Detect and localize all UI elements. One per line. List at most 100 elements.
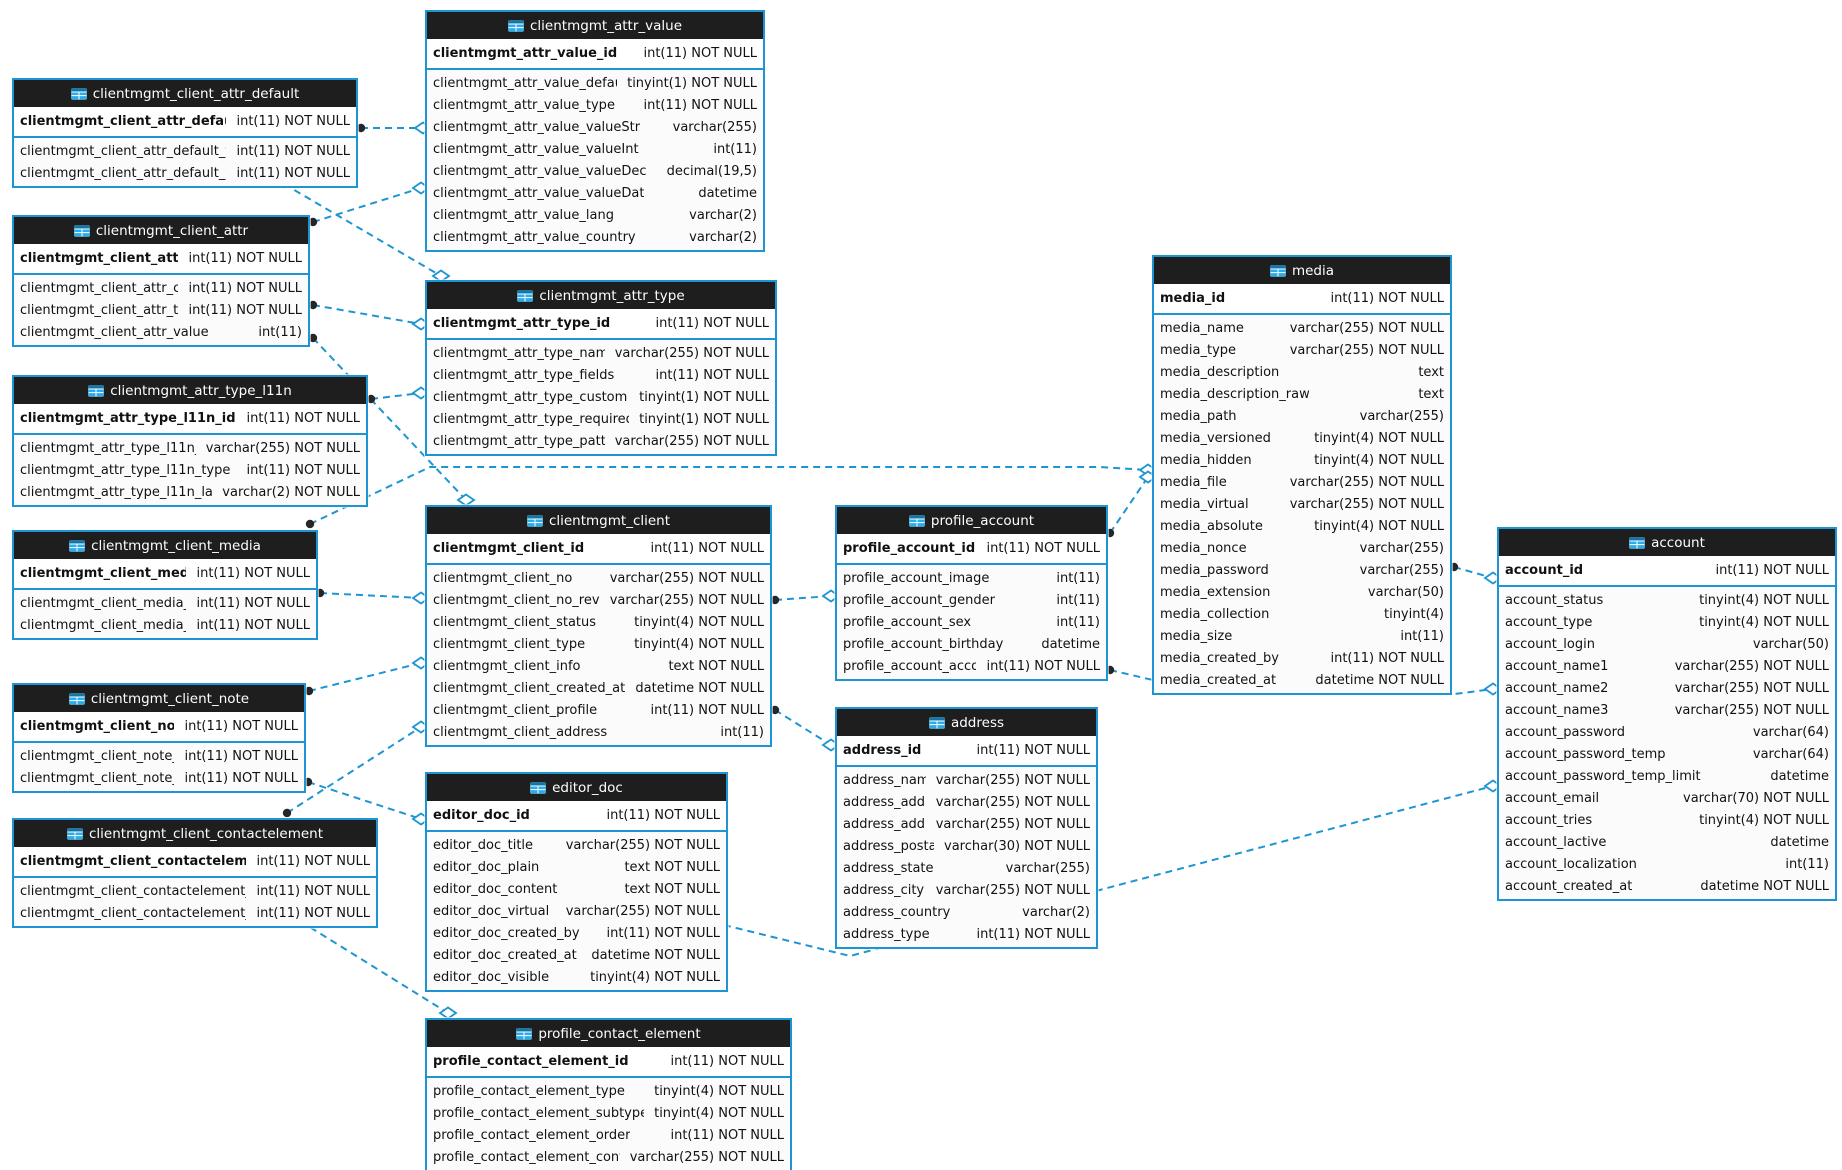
primary-key-row[interactable]: profile_contact_element_id int(11) NOT N… <box>427 1047 790 1078</box>
table-clientmgmt_attr_type_l11n[interactable]: clientmgmt_attr_type_l11n clientmgmt_att… <box>12 375 368 507</box>
table-clientmgmt_client_contactelement[interactable]: clientmgmt_client_contactelement clientm… <box>12 818 378 928</box>
table-header[interactable]: clientmgmt_client_attr_default <box>14 80 356 107</box>
field-row[interactable]: clientmgmt_client_attr_default_valueint(… <box>14 162 356 184</box>
table-header[interactable]: clientmgmt_client_note <box>14 685 304 712</box>
table-header[interactable]: clientmgmt_attr_type_l11n <box>14 377 366 404</box>
relationship-clientmgmt_client_attr--clientmgmt_attr_value[interactable] <box>312 187 422 223</box>
relationship-clientmgmt_client--address[interactable] <box>774 709 832 746</box>
primary-key-row[interactable]: clientmgmt_attr_type_l11n_id int(11) NOT… <box>14 404 366 435</box>
table-clientmgmt_client[interactable]: clientmgmt_client clientmgmt_client_id i… <box>425 505 772 747</box>
field-row[interactable]: clientmgmt_client_no_reversevarchar(255)… <box>427 589 770 611</box>
table-header[interactable]: clientmgmt_client_media <box>14 532 316 559</box>
field-row[interactable]: clientmgmt_client_contactelement_dstint(… <box>14 880 376 902</box>
field-row[interactable]: clientmgmt_client_media_dstint(11) NOT N… <box>14 592 316 614</box>
primary-key-row[interactable]: clientmgmt_client_contactelement_id int(… <box>14 847 376 878</box>
primary-key-row[interactable]: clientmgmt_client_note_id int(11) NOT NU… <box>14 712 304 743</box>
table-clientmgmt_client_attr_default[interactable]: clientmgmt_client_attr_default clientmgm… <box>12 78 358 188</box>
primary-key-row[interactable]: clientmgmt_attr_value_id int(11) NOT NUL… <box>427 39 763 70</box>
table-account[interactable]: account account_id int(11) NOT NULL acco… <box>1497 527 1837 901</box>
table-editor_doc[interactable]: editor_doc editor_doc_id int(11) NOT NUL… <box>425 772 728 992</box>
primary-key-row[interactable]: profile_account_id int(11) NOT NULL <box>837 534 1106 565</box>
field-row[interactable]: address_additionvarchar(255) NOT NULL <box>837 791 1096 813</box>
relationship-clientmgmt_client_contactelement--clientmgmt_client[interactable] <box>286 726 422 814</box>
relationship-clientmgmt_client_media--clientmgmt_client[interactable] <box>319 592 422 599</box>
table-header[interactable]: editor_doc <box>427 774 726 801</box>
relationship-clientmgmt_client_attr_default--clientmgmt_attr_type[interactable] <box>283 183 442 277</box>
table-clientmgmt_attr_type[interactable]: clientmgmt_attr_type clientmgmt_attr_typ… <box>425 280 777 456</box>
primary-key-row[interactable]: editor_doc_id int(11) NOT NULL <box>427 801 726 832</box>
primary-key-row[interactable]: clientmgmt_client_attr_id int(11) NOT NU… <box>14 244 308 275</box>
table-profile_account[interactable]: profile_account profile_account_id int(1… <box>835 505 1108 681</box>
primary-key-row[interactable]: clientmgmt_attr_type_id int(11) NOT NULL <box>427 309 775 340</box>
table-header[interactable]: media <box>1154 257 1450 284</box>
table-header[interactable]: clientmgmt_client_attr <box>14 217 308 244</box>
primary-key-row[interactable]: clientmgmt_client_media_id int(11) NOT N… <box>14 559 316 590</box>
primary-key-row[interactable]: account_id int(11) NOT NULL <box>1499 556 1835 587</box>
table-media[interactable]: media media_id int(11) NOT NULL media_na… <box>1152 255 1452 695</box>
table-clientmgmt_client_attr[interactable]: clientmgmt_client_attr clientmgmt_client… <box>12 215 310 347</box>
table-clientmgmt_client_media[interactable]: clientmgmt_client_media clientmgmt_clien… <box>12 530 318 640</box>
relationship-clientmgmt_attr_type_l11n--clientmgmt_attr_type[interactable] <box>370 392 422 400</box>
field-row[interactable]: clientmgmt_client_attr_default_typeint(1… <box>14 140 356 162</box>
table-address[interactable]: address address_id int(11) NOT NULL addr… <box>835 707 1098 949</box>
relationship-clientmgmt_client_attr--clientmgmt_client[interactable] <box>312 337 467 501</box>
